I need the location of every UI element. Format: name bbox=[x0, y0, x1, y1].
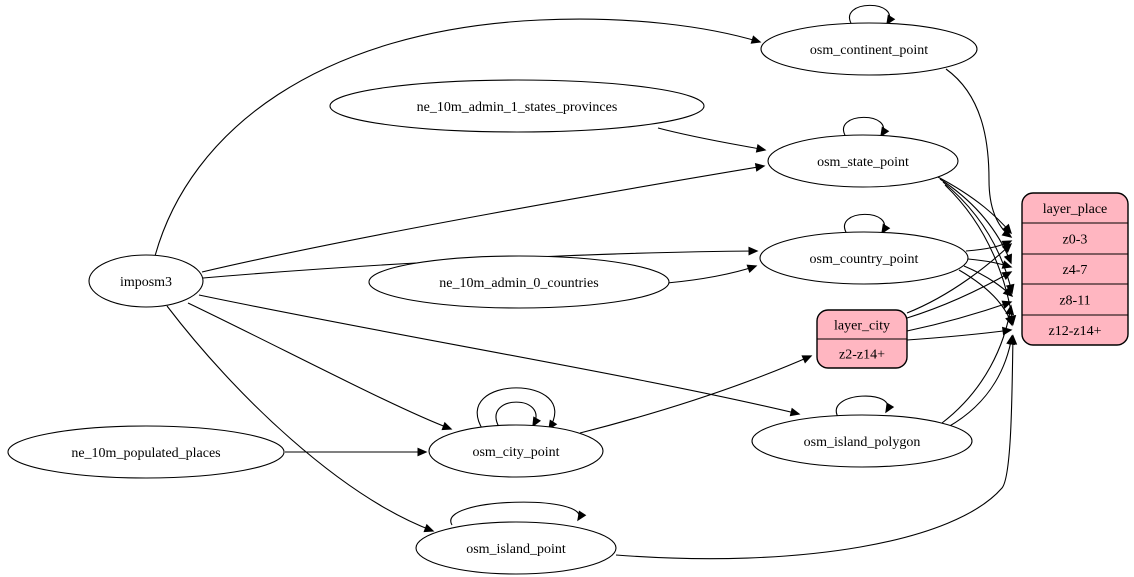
edge-osm_country_point-to-layer_place:z0-3 bbox=[965, 240, 1013, 252]
edge-osm_state_point-to-layer_place:z8-11 bbox=[942, 181, 1015, 295]
node-ne_10m_populated_places: ne_10m_populated_places bbox=[7, 425, 285, 479]
node-osm_continent_point: osm_continent_point bbox=[760, 22, 978, 76]
self-loop-edge-osm_city_point-to-osm_city_point bbox=[476, 387, 558, 431]
edge-layer_city-to-layer_place:z12-z14+ bbox=[906, 326, 1013, 341]
edge-imposm3-to-osm_continent_point bbox=[154, 18, 762, 257]
node-layer_place: layer_place z0-3 z4-7 z8-11 z12-z14+ bbox=[1021, 192, 1129, 346]
ne_10m_admin_0_countries-ellipse bbox=[368, 255, 670, 309]
layer_place-row-z12-z14+: z12-z14+ bbox=[1049, 324, 1102, 339]
osm_island_polygon-label: osm_island_polygon bbox=[804, 435, 921, 450]
node-ne_10m_admin_1_states_provinces: ne_10m_admin_1_states_provinces bbox=[329, 79, 705, 133]
node-layer_city: layer_city z2-z14+ bbox=[816, 309, 908, 369]
edge-layer_city-to-layer_place:z0-3 bbox=[906, 242, 1013, 314]
edge-imposm3-to-osm_city_point bbox=[187, 302, 453, 431]
osm_island_point-label: osm_island_point bbox=[466, 542, 566, 557]
ne_10m_populated_places-label: ne_10m_populated_places bbox=[71, 446, 220, 461]
node-osm_island_polygon: osm_island_polygon bbox=[751, 414, 973, 468]
layer_place-box bbox=[1021, 192, 1129, 346]
edge-imposm3-to-osm_island_polygon bbox=[198, 294, 801, 417]
ne_10m_admin_1_states_provinces-ellipse bbox=[329, 79, 705, 133]
osm_city_point-label: osm_city_point bbox=[472, 445, 559, 460]
self-loop-edge-osm_state_point-to-osm_state_point bbox=[843, 116, 890, 138]
edge-imposm3-to-osm_state_point bbox=[201, 163, 766, 273]
edge-layer_city-to-layer_place:z4-7 bbox=[906, 271, 1013, 319]
osm_continent_point-label: osm_continent_point bbox=[810, 43, 928, 58]
layer_city-row-layer_city: layer_city bbox=[834, 319, 890, 334]
node-imposm3: imposm3 bbox=[88, 254, 204, 308]
self-loop-edge-osm_country_point-to-osm_country_point bbox=[844, 213, 891, 235]
layer_place-row-layer_place: layer_place bbox=[1043, 202, 1108, 217]
edge-osm_country_point-to-layer_place:z4-7 bbox=[967, 258, 1013, 269]
edge-osm_island_point-to-layer_place:z12-z14+ bbox=[615, 334, 1018, 560]
edge-osm_country_point-to-layer_place:z12-z14+ bbox=[958, 269, 1014, 327]
layer_place-row-z8-11: z8-11 bbox=[1059, 294, 1090, 309]
edges-layer bbox=[154, 4, 1018, 560]
edge-ne_10m_admin_1_states_provinces-to-osm_state_point bbox=[657, 127, 767, 153]
ne_10m_admin_0_countries-label: ne_10m_admin_0_countries bbox=[439, 276, 598, 291]
osm_country_point-ellipse bbox=[759, 231, 969, 285]
self-loop-edge-osm_continent_point-to-osm_continent_point bbox=[849, 4, 896, 26]
ne_10m_populated_places-ellipse bbox=[7, 425, 285, 479]
self-loop-edge-osm_island_polygon-to-osm_island_polygon bbox=[835, 395, 895, 418]
layer_place-row-z0-3: z0-3 bbox=[1063, 233, 1088, 248]
layer_city-row-z2-z14+: z2-z14+ bbox=[839, 348, 885, 363]
imposm3-label: imposm3 bbox=[120, 275, 172, 290]
osm_island_polygon-ellipse bbox=[751, 414, 973, 468]
node-osm_city_point: osm_city_point bbox=[428, 424, 604, 478]
edge-osm_island_polygon-to-layer_place:z8-11 bbox=[941, 304, 1015, 424]
edge-osm_island_polygon-to-layer_place:z12-z14+ bbox=[947, 334, 1015, 428]
edge-layer_city-to-layer_place:z8-11 bbox=[906, 300, 1013, 332]
edge-osm_state_point-to-layer_place:z0-3 bbox=[935, 175, 1012, 235]
edge-osm_continent_point-to-layer_place:z0-3 bbox=[945, 68, 1013, 238]
self-loop-edge-osm_island_point-to-osm_island_point bbox=[450, 501, 587, 526]
osm_island_point-ellipse bbox=[415, 521, 617, 575]
osm_state_point-label: osm_state_point bbox=[817, 155, 909, 170]
edge-osm_country_point-to-layer_place:z8-11 bbox=[963, 265, 1014, 297]
edge-osm_city_point-to-layer_city:z2-z14+ bbox=[579, 355, 813, 434]
node-osm_island_point: osm_island_point bbox=[415, 521, 617, 575]
node-osm_country_point: osm_country_point bbox=[759, 231, 969, 285]
node-ne_10m_admin_0_countries: ne_10m_admin_0_countries bbox=[368, 255, 670, 309]
self-loop-edge-osm_city_point-to-osm_city_point bbox=[495, 401, 541, 428]
edge-ne_10m_admin_0_countries-to-osm_country_point bbox=[666, 264, 758, 284]
osm_continent_point-ellipse bbox=[760, 22, 978, 76]
osm_city_point-ellipse bbox=[428, 424, 604, 478]
layer_place-row-z4-7: z4-7 bbox=[1063, 263, 1088, 278]
osm_state_point-ellipse bbox=[767, 134, 959, 188]
edge-imposm3-to-osm_island_point bbox=[166, 305, 435, 533]
ne_10m_admin_1_states_provinces-label: ne_10m_admin_1_states_provinces bbox=[417, 100, 618, 115]
imposm3-ellipse bbox=[88, 254, 204, 308]
nodes-layer: imposm3 ne_10m_admin_1_states_provincesne… bbox=[7, 22, 1129, 575]
node-osm_state_point: osm_state_point bbox=[767, 134, 959, 188]
edge-osm_state_point-to-layer_place:z4-7 bbox=[939, 178, 1012, 265]
osm_country_point-label: osm_country_point bbox=[810, 252, 919, 267]
